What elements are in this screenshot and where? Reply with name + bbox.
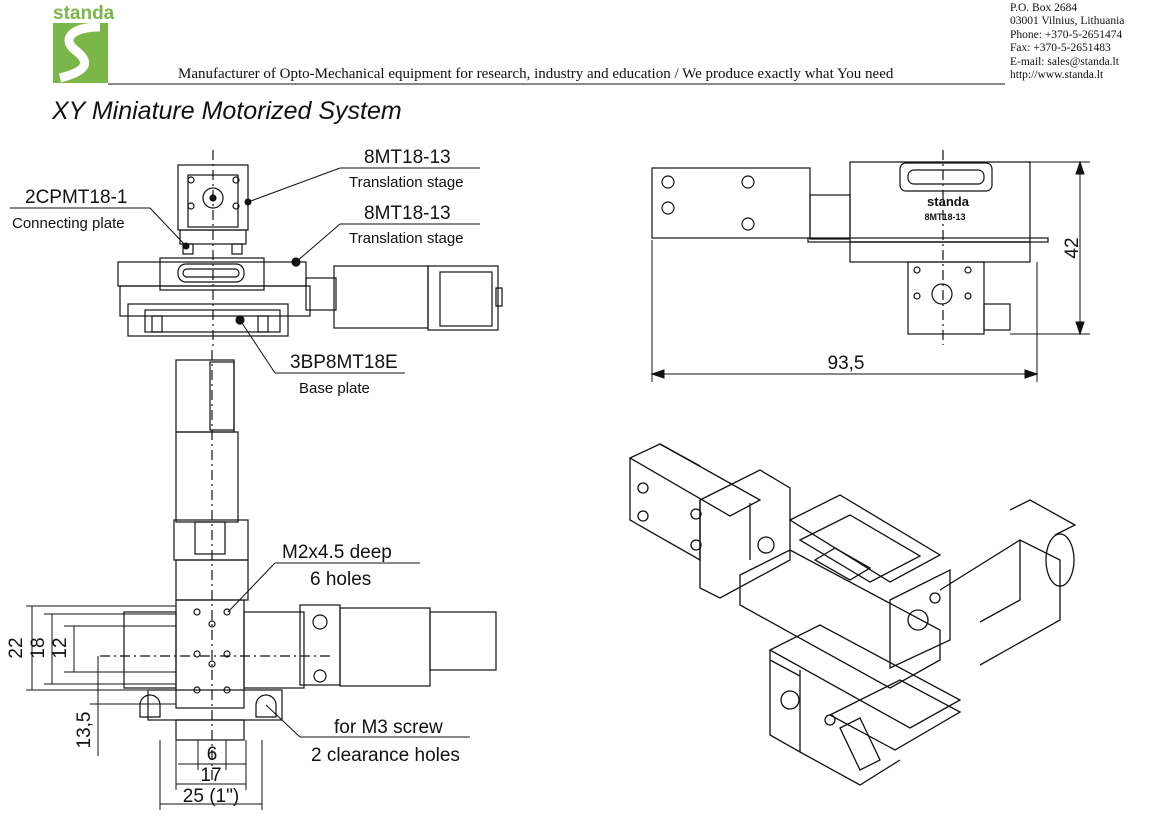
contact-line: http://www.standa.lt (1010, 69, 1104, 82)
contact-line: Fax: +370-5-2651483 (1010, 42, 1111, 55)
callout-lower-stage-desc: Translation stage (349, 230, 464, 247)
dim-22-label: 22 (6, 637, 27, 658)
contact-line: Phone: +370-5-2651474 (1010, 28, 1123, 41)
dim-length-label: 93,5 (828, 353, 865, 374)
callout-connecting-plate-name: 2CPMT18-1 (25, 187, 127, 208)
side-view-dimensions (650, 160, 1090, 382)
callout-clearance-line2: 2 clearance holes (311, 745, 460, 766)
stage-brand-marking: standa (927, 194, 970, 209)
dim-6-label: 6 (207, 744, 218, 765)
standa-logo: standa (53, 3, 115, 83)
contact-line: 03001 Vilnius, Lithuania (1010, 15, 1125, 28)
contact-line: E-mail: sales@standa.lt (1010, 55, 1119, 68)
callout-lower-stage-name: 8MT18-13 (364, 203, 451, 224)
isometric-view (628, 443, 1077, 786)
contact-block: P.O. Box 2684 03001 Vilnius, Lithuania P… (1010, 2, 1124, 82)
side-view (651, 150, 1049, 345)
front-view (117, 150, 503, 350)
callout-holes-line1: M2x4.5 deep (282, 542, 392, 563)
callout-base-plate-desc: Base plate (299, 380, 370, 397)
contact-line: P.O. Box 2684 (1010, 2, 1078, 14)
dim-height-label: 42 (1062, 237, 1083, 258)
dim-17-label: 17 (200, 765, 221, 786)
dim-25-label: 25 (1") (183, 786, 239, 807)
callout-upper-stage-name: 8MT18-13 (364, 147, 451, 168)
page-title: XY Miniature Motorized System (52, 97, 402, 125)
callout-connecting-plate-desc: Connecting plate (12, 215, 125, 232)
logo-text: standa (53, 3, 115, 24)
top-view-dimensions (26, 605, 263, 810)
callout-holes-line2: 6 holes (310, 569, 371, 590)
callout-base-plate-name: 3BP8MT18E (290, 352, 398, 373)
callout-upper-stage-desc: Translation stage (349, 174, 464, 191)
callout-leaders (10, 167, 480, 738)
dim-13-5-label: 13,5 (74, 712, 95, 749)
dim-12-label: 12 (50, 637, 71, 658)
stage-model-marking: 8MT18-13 (924, 212, 965, 222)
callout-clearance-line1: for M3 screw (334, 717, 443, 738)
header-tagline: Manufacturer of Opto-Mechanical equipmen… (178, 66, 894, 82)
dim-18-label: 18 (28, 637, 49, 658)
top-view (100, 350, 497, 780)
